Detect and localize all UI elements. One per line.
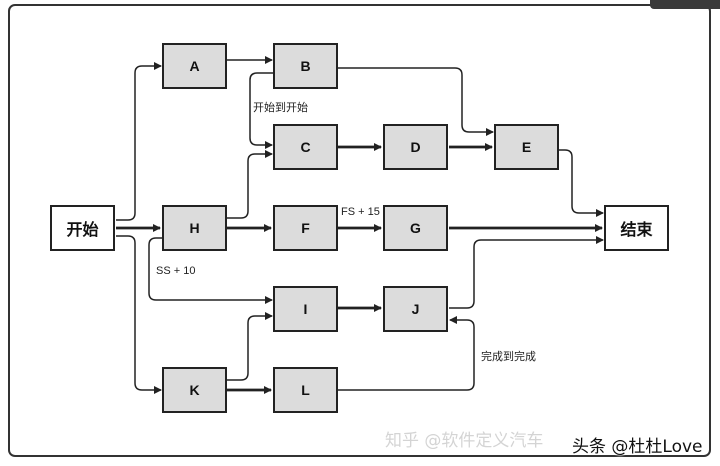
label-fs-15: FS + 15 — [341, 206, 380, 218]
edge-l-j — [338, 316, 475, 391]
node-c: C — [273, 124, 338, 170]
node-b: B — [273, 43, 338, 89]
node-d: D — [383, 124, 448, 170]
node-end: 结束 — [604, 205, 669, 251]
edge-start-a — [116, 62, 162, 221]
label-finish-to-finish: 完成到完成 — [481, 351, 536, 363]
corner-tab — [650, 0, 720, 9]
edge-start-k — [116, 235, 162, 394]
edge-b-e — [338, 67, 494, 136]
edge-j-end — [449, 236, 604, 309]
node-g: G — [383, 205, 448, 251]
edge-e-end — [559, 149, 604, 217]
node-start: 开始 — [50, 205, 115, 251]
watermark-toutiao: 头条 @杜杜Love — [572, 437, 703, 457]
diagram-frame — [8, 4, 711, 457]
edge-h-i — [148, 237, 273, 304]
node-l: L — [273, 367, 338, 413]
watermark-zhihu: 知乎 @软件定义汽车 — [385, 431, 544, 451]
label-ss-10: SS + 10 — [156, 265, 196, 277]
node-k: K — [162, 367, 227, 413]
node-a: A — [162, 43, 227, 89]
label-start-to-start: 开始到开始 — [253, 102, 308, 114]
edge-k-i — [227, 312, 273, 381]
edge-b-c — [249, 72, 273, 149]
node-e: E — [494, 124, 559, 170]
node-i: I — [273, 286, 338, 332]
node-f: F — [273, 205, 338, 251]
node-j: J — [383, 286, 448, 332]
node-h: H — [162, 205, 227, 251]
edge-h-c — [227, 150, 273, 219]
